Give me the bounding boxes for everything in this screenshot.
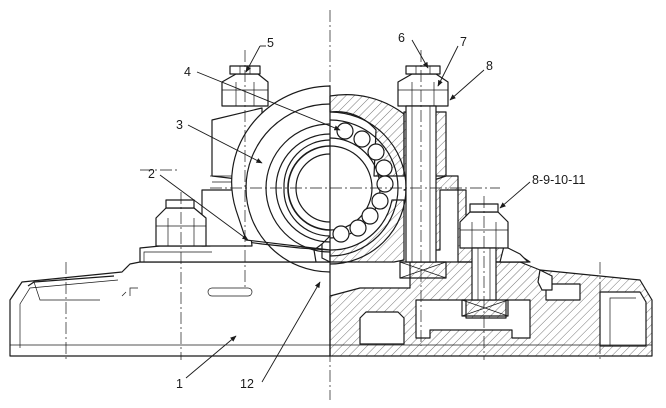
callout-8: 8 (486, 59, 493, 73)
callout-4: 4 (184, 65, 191, 79)
housing-body (139, 85, 331, 273)
callouts: 5 4 3 2 6 7 8 8-9-10-11 1 12 (148, 31, 585, 391)
callout-7: 7 (460, 35, 467, 49)
callout-3: 3 (176, 118, 183, 132)
bearing-balls (332, 122, 394, 243)
callout-8-9-10-11: 8-9-10-11 (532, 173, 585, 187)
callout-12: 12 (240, 377, 254, 391)
base-plate (9, 261, 653, 357)
callout-2: 2 (148, 167, 155, 181)
center-lines (65, 10, 601, 400)
callout-5: 5 (267, 36, 274, 50)
callout-6: 6 (398, 31, 405, 45)
callout-1: 1 (176, 377, 183, 391)
